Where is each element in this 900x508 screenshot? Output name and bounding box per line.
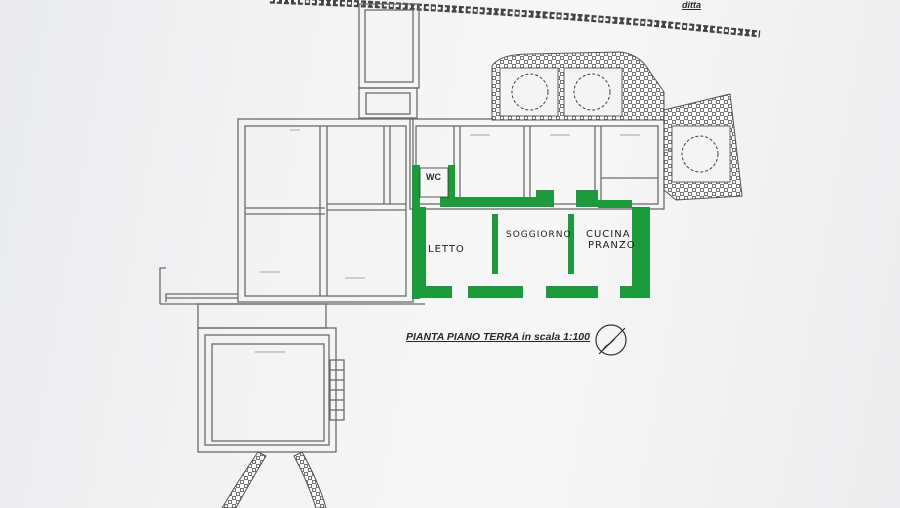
rounded-annex	[491, 51, 743, 201]
north-arrow-icon	[595, 324, 627, 356]
dimension-marks	[255, 129, 640, 353]
room-label-letto: LETTO	[428, 244, 465, 255]
room-label-wc: WC	[426, 172, 441, 182]
plan-title: PIANTA PIANO TERRA in scala 1:100	[406, 331, 590, 343]
room-label-cucina: CUCINA	[586, 229, 631, 240]
highlighted-apartment	[412, 165, 650, 299]
stone-paths	[221, 451, 327, 508]
room-label-soggiorno: SOGGIORNO	[506, 230, 572, 240]
header-label: ditta	[682, 0, 701, 10]
boundary-stone-wall	[269, 0, 761, 38]
room-label-pranzo: PRANZO	[588, 240, 636, 251]
